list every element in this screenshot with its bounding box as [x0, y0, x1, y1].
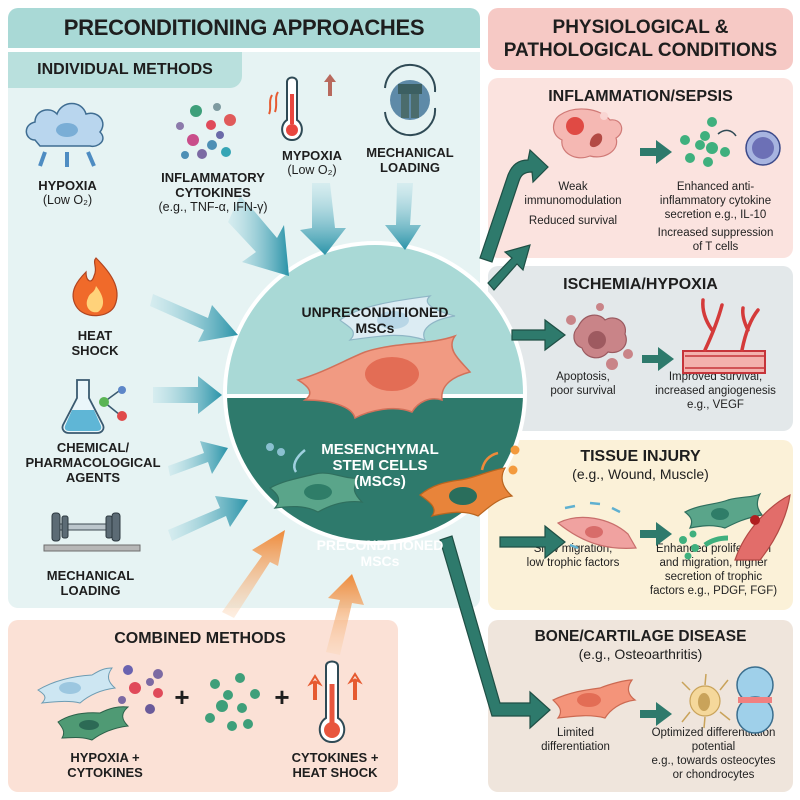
arrow-from-dumbbell [168, 496, 248, 541]
osteocyte-icon [681, 673, 731, 729]
method-label-hypoxia: HYPOXIA(Low O₂) [38, 178, 97, 207]
condition-subtitle: (e.g., Osteoarthritis) [578, 646, 703, 662]
after-caption: Enhanced anti-inflammatory cytokine secr… [657, 181, 774, 253]
limited-cell-icon [551, 679, 637, 719]
arrow-to-inflammation [479, 148, 549, 263]
flask-icon [61, 379, 127, 434]
thermometer-icon [268, 74, 336, 142]
combined-hypoxia-cytokines-icon [37, 665, 163, 741]
condition-tissue-injury: TISSUE INJURY (e.g., Wound, Muscle) Slow… [488, 440, 793, 610]
dumbbell-icon [43, 512, 141, 552]
method-label-chemical-agents: CHEMICAL/ PHARMACOLOGICAL AGENTS [25, 440, 161, 485]
condition-subtitle: (e.g., Wound, Muscle) [572, 466, 709, 482]
weak-cell-icon [552, 108, 623, 159]
input-arrows [150, 183, 421, 541]
condition-title: ISCHEMIA/HYPOXIA [563, 276, 718, 293]
combined-label-hypoxia-cytokines: HYPOXIA +CYTOKINES [67, 750, 143, 780]
cloud-icon [25, 102, 104, 167]
apoptotic-cell-icon [566, 303, 633, 370]
output-arrows [439, 148, 566, 730]
arrow-to-inflammation-2 [487, 244, 531, 291]
combined-cytokine-dots-icon [205, 673, 260, 731]
plus-sign: + [174, 682, 190, 712]
teal-arrow-icon [640, 140, 674, 726]
curved-arrow-icon [480, 451, 499, 471]
individual-methods-title: INDIVIDUAL METHODS [8, 52, 242, 88]
condition-title: TISSUE INJURY [580, 448, 701, 465]
combined-thermometer-icon [307, 660, 363, 744]
conditions-header-line1: PHYSIOLOGICAL & [552, 17, 729, 38]
msc-nucleus [365, 357, 419, 391]
arrow-from-chemical [153, 376, 222, 414]
flame-icon [72, 257, 118, 317]
arrow-to-ischemia [511, 318, 566, 352]
condition-title: BONE/CARTILAGE DISEASE [534, 628, 747, 645]
arrow-from-mypoxia [300, 183, 346, 255]
combined-arrows [222, 530, 364, 655]
conditions-header-line2: PATHOLOGICAL CONDITIONS [503, 40, 778, 61]
activated-cell-icon [679, 492, 764, 560]
arrow-to-tissue-injury [499, 524, 566, 560]
cell-nucleus [377, 311, 409, 329]
curved-arrow-icon [293, 449, 306, 473]
condition-title: INFLAMMATION/SEPSIS [548, 88, 733, 105]
arrow-from-heat-shock [150, 294, 238, 342]
conditions-header: PHYSIOLOGICAL & PATHOLOGICAL CONDITIONS [488, 8, 793, 70]
before-caption: Apoptosis,poor survival [550, 371, 616, 397]
arrow-from-cytokines [228, 196, 289, 276]
chondrocyte-icon [736, 666, 774, 734]
cytokine-dots-icon [176, 103, 236, 159]
method-label-mechanical-loading-top: MECHANICAL LOADING [366, 145, 454, 175]
anti-inflammatory-cytokines-icon [680, 117, 781, 167]
muscle-icon [734, 493, 791, 561]
combined-methods-title: COMBINED METHODS [114, 630, 286, 647]
method-label-mechanical-loading: MECHANICAL LOADING [46, 568, 135, 598]
arrow-from-mechanical-loading [385, 183, 421, 250]
arrow-from-combined-left [222, 530, 285, 618]
mechanical-cycle-icon [384, 63, 437, 137]
msc-circle [223, 241, 527, 545]
migrating-cell-icon [556, 501, 637, 550]
arrow-to-bone-cartilage [439, 535, 551, 730]
method-label-heat-shock: HEAT SHOCK [71, 328, 119, 358]
arrow-from-chemical-2 [168, 441, 228, 476]
preconditioning-approaches-header: PRECONDITIONING APPROACHES [8, 8, 480, 48]
method-label-mypoxia: MYPOXIA(Low O₂) [282, 148, 342, 177]
arrow-from-combined-right [326, 574, 364, 655]
combined-label-cytokines-heat-shock: CYTOKINES +HEAT SHOCK [291, 750, 379, 780]
method-label-inflammatory-cytokines: INFLAMMATORY CYTOKINES(e.g., TNF-α, IFN-… [158, 170, 268, 214]
plus-sign: + [274, 682, 290, 712]
blood-vessel-icon [682, 298, 766, 374]
